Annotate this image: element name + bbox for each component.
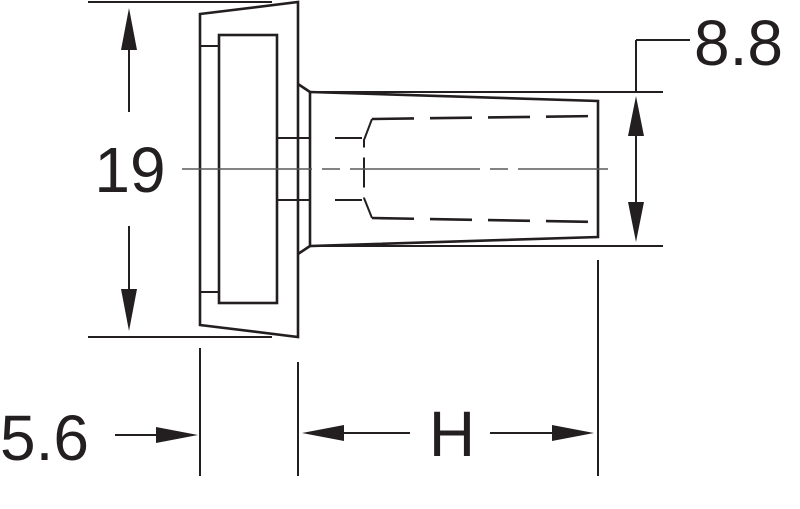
arrow-up <box>121 8 137 50</box>
arrow-h-right <box>552 425 594 441</box>
dimension-shaft-diameter: 8.8 <box>310 7 783 247</box>
shaft-outline <box>308 90 600 248</box>
flange-outline <box>198 0 300 339</box>
dimension-overall-diameter: 19 <box>88 1 272 338</box>
dimension-shaft-length: H <box>297 260 599 476</box>
dimension-label-19: 19 <box>94 134 165 206</box>
bore-hidden-top <box>371 114 599 121</box>
dimension-label-h: H <box>429 398 475 470</box>
hub-chamfer-bottom <box>297 244 311 256</box>
arrow-shaft-up <box>628 96 644 136</box>
bore-hidden-bottom <box>371 216 599 224</box>
arrow-down <box>121 289 137 331</box>
arrow-h-left <box>302 425 344 441</box>
dimension-label-5-6: 5.6 <box>0 402 89 474</box>
dimension-flange-thickness: 5.6 <box>0 348 201 476</box>
dimension-label-8-8: 8.8 <box>694 7 783 79</box>
hub-chamfer-top <box>297 82 311 94</box>
arrow-flange-right <box>156 427 198 443</box>
arrow-shaft-down <box>628 202 644 242</box>
